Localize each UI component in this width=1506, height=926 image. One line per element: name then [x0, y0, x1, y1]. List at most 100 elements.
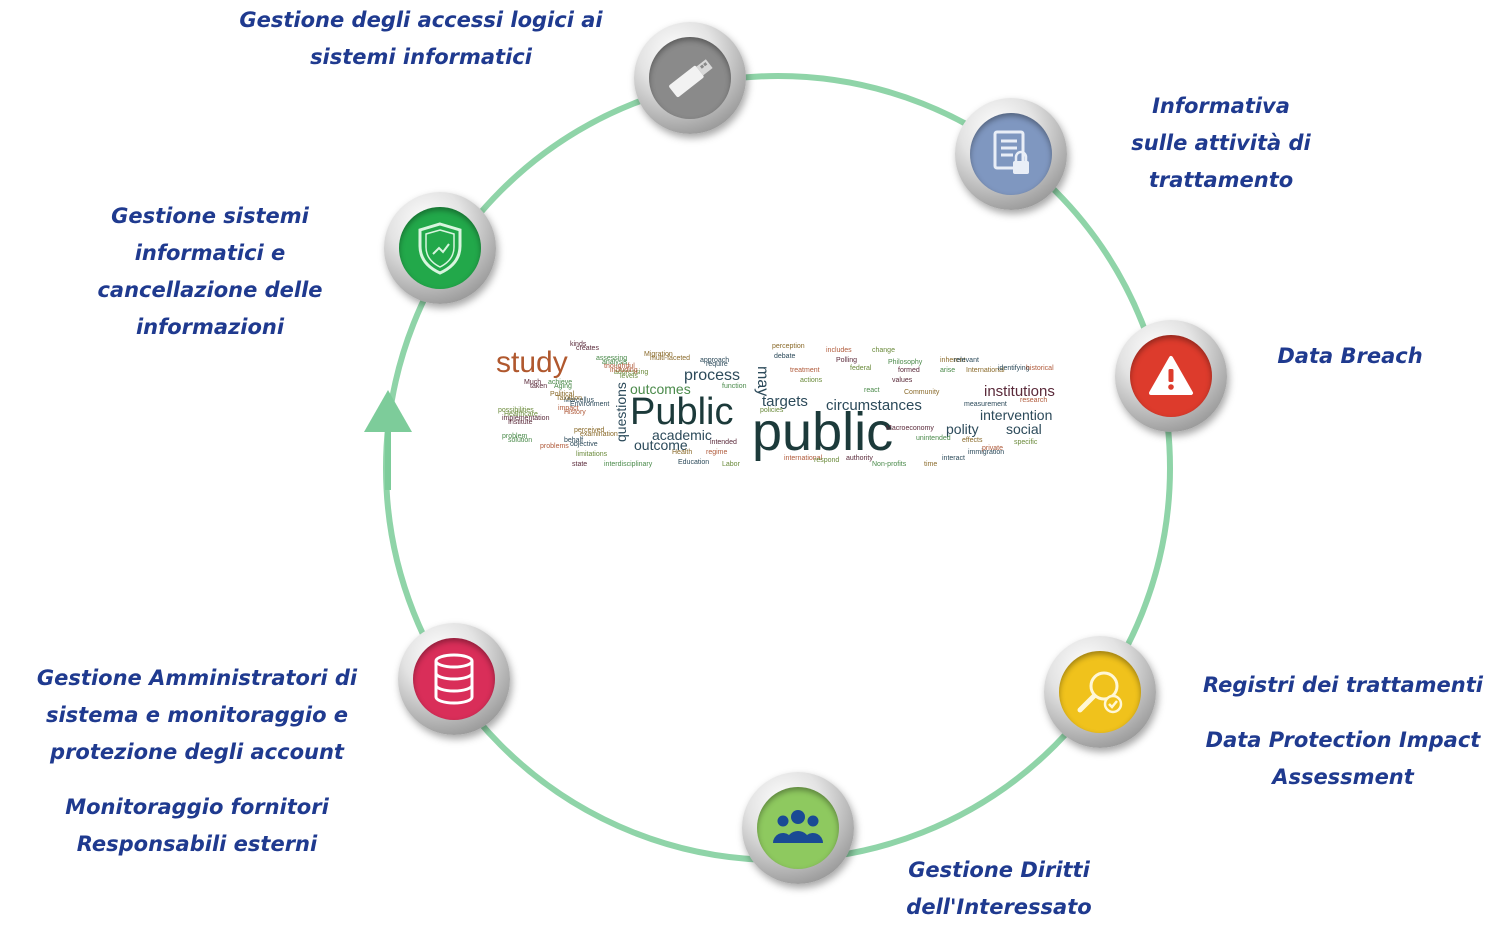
label-line: Gestione degli accessi logici ai — [239, 8, 603, 32]
label-line — [1180, 704, 1506, 722]
cloud-word-small: interact — [942, 455, 965, 462]
usb-node[interactable] — [634, 22, 746, 134]
cloud-word-small: Environment — [570, 401, 609, 408]
label-line: sulle attività di — [1131, 131, 1311, 155]
cloud-word-small: values — [892, 377, 913, 384]
database-node[interactable] — [398, 623, 510, 735]
usb-drive-icon — [649, 37, 731, 119]
label-line: protezione degli account — [50, 740, 344, 764]
cloud-word-small: perceived — [574, 427, 604, 434]
cloud-word-small: interdisciplinary — [604, 461, 653, 468]
label-line: Informativa — [1152, 94, 1290, 118]
cloud-word-small: Political — [550, 391, 575, 398]
cloud-word-small: multi-faceted — [650, 355, 690, 362]
cloud-word-small: achieve — [548, 379, 572, 386]
label-data-subject-rights: Gestione Diritti dell'Interessato — [864, 852, 1134, 926]
cloud-word-small: implementation — [502, 415, 550, 422]
cloud-word-small: solution — [508, 437, 532, 444]
document-lock-icon — [970, 113, 1052, 195]
cloud-word-small: Migration — [644, 351, 673, 358]
cloud-word: intervention — [980, 407, 1052, 423]
cloud-word-small: behalf — [564, 437, 583, 444]
cloud-word-small: including — [610, 367, 638, 374]
label-registers-dpia: Registri dei trattamenti Data Protection… — [1180, 667, 1506, 796]
cloud-word-small: Philosophy — [888, 359, 923, 366]
cloud-word-small: problems — [540, 443, 569, 450]
cloud-word: outcomes — [630, 381, 691, 397]
label-line: Assessment — [1272, 765, 1414, 789]
cloud-word-small: effects — [962, 437, 983, 444]
label-line: dell'Interessato — [906, 895, 1092, 919]
word-cloud-image: studypublicPublicprocessoutcomesacademic… — [496, 341, 1055, 468]
label-line: Registri dei trattamenti — [1203, 673, 1483, 697]
cloud-word: public — [752, 402, 893, 462]
cloud-word-small: Much — [524, 379, 541, 386]
cloud-word-small: historical — [1026, 365, 1054, 372]
cloud-word-small: inherent — [940, 357, 965, 364]
cloud-word-small: actions — [800, 377, 823, 384]
cloud-word-small: private — [982, 445, 1003, 452]
users-node[interactable] — [742, 772, 854, 884]
label-line: informazioni — [135, 315, 285, 339]
cloud-word-small: debate — [774, 353, 796, 360]
cloud-word-small: perception — [772, 343, 805, 350]
cloud-word-small: formed — [898, 367, 920, 374]
cloud-word: questions — [613, 382, 629, 442]
shield-node[interactable] — [384, 192, 496, 304]
cloud-word-small: federal — [850, 365, 872, 372]
cloud-word-small: Labor — [722, 461, 741, 468]
label-line: sistema e monitoraggio e — [45, 703, 349, 727]
cloud-word-small: addressing — [614, 369, 648, 376]
cloud-word-small: analysis — [602, 359, 628, 366]
cloud-word-small: creates — [576, 345, 599, 352]
cloud-word-small: Macroeconomy — [886, 425, 934, 432]
cloud-word-small: policies — [760, 407, 784, 414]
cloud-word-small: History — [564, 409, 586, 416]
cloud-word-small: state — [572, 461, 587, 468]
cloud-word-small: Non-profits — [872, 461, 907, 468]
cloud-word-small: function — [722, 383, 747, 390]
cloud-word-small: Taxation — [556, 395, 582, 402]
cloud-word-small: identifying — [998, 365, 1030, 372]
label-line: Responsabili esterni — [76, 832, 318, 856]
label-line: Gestione Amministratori di — [36, 666, 358, 690]
cloud-word-small: respond — [814, 457, 839, 464]
cloud-word-small: Marcellus — [564, 397, 594, 404]
label-line: Monitoraggio fornitori — [65, 795, 329, 819]
cloud-word-small: Health — [672, 449, 692, 456]
label-line — [2, 771, 392, 789]
document-node[interactable] — [955, 98, 1067, 210]
label-line: Gestione sistemi — [111, 204, 309, 228]
cloud-word-small: levels — [620, 373, 638, 380]
cloud-word-small: require — [706, 361, 728, 368]
cloud-word-small: International — [966, 367, 1005, 374]
cloud-word-small: approach — [700, 357, 729, 364]
cloud-word-small: react — [864, 387, 880, 394]
label-access-management: Gestione degli accessi logici ai sistemi … — [211, 2, 631, 76]
cloud-word-small: examination — [580, 431, 618, 438]
cloud-word-small: possibilities — [498, 407, 534, 414]
registers-node[interactable] — [1044, 636, 1156, 748]
cloud-word-small: time — [924, 461, 937, 468]
label-line: Data Breach — [1277, 344, 1423, 368]
cloud-word-small: regime — [706, 449, 728, 456]
cloud-word-small: includes — [826, 347, 852, 354]
cloud-word-small: international — [784, 455, 823, 462]
label-line: sistemi informatici — [310, 45, 532, 69]
ring-arrowhead — [364, 390, 412, 432]
cloud-word-small: problem — [502, 433, 527, 440]
data-breach-node[interactable] — [1115, 320, 1227, 432]
cloud-word-small: kinds — [570, 341, 587, 348]
cloud-word-small: impact — [558, 405, 579, 412]
cloud-word-small: unintended — [916, 435, 951, 442]
cloud-word-small: authority — [846, 455, 873, 462]
cloud-word: study — [496, 346, 568, 379]
cloud-word-small: Healthcare — [504, 411, 538, 418]
cloud-word: academic — [652, 427, 712, 443]
label-line: Gestione Diritti — [908, 858, 1090, 882]
cloud-word-small: research — [1020, 397, 1047, 404]
cloud-word-small: assessing — [596, 355, 627, 362]
label-data-breach: Data Breach — [1240, 338, 1460, 375]
